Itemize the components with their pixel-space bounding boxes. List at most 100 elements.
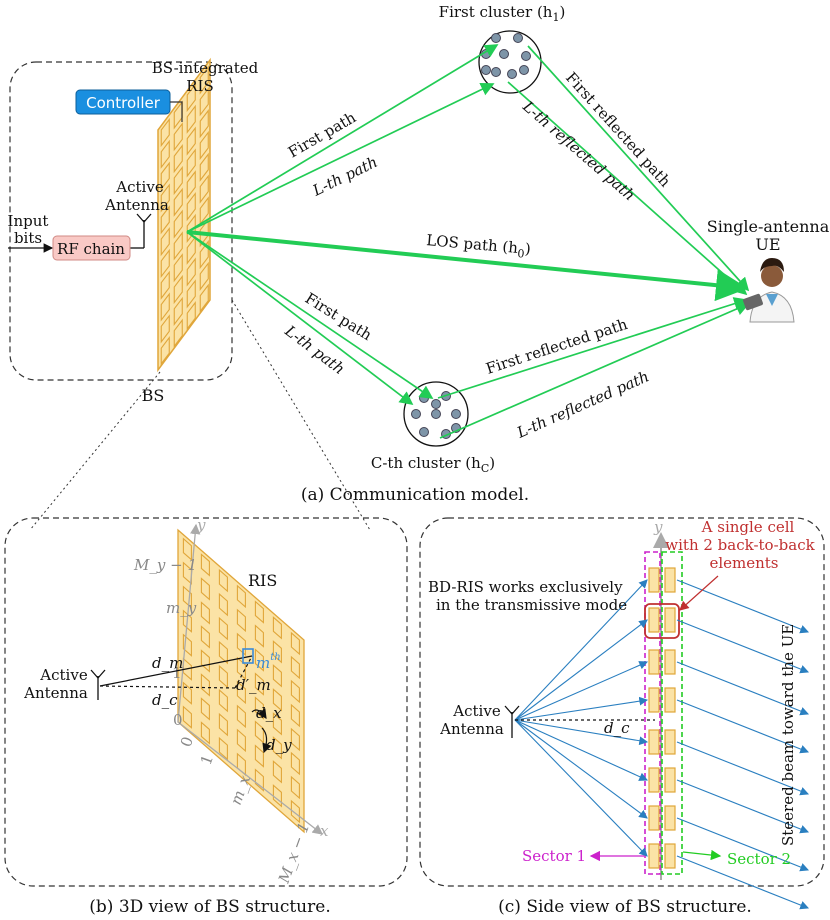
ris-cell — [199, 196, 209, 226]
c-antenna-icon — [504, 705, 520, 738]
bd-ris-element-back — [648, 649, 660, 675]
ris-label: RIS — [248, 571, 277, 590]
user-icon — [743, 258, 795, 323]
ris-cell — [160, 161, 170, 191]
mx-minus-1-label: M_x − 1 — [275, 820, 314, 886]
ris-cell — [199, 130, 209, 161]
ue-label-1: Single-antenna — [707, 217, 830, 236]
bd-ris-element-back — [648, 843, 660, 869]
dx-arrow — [251, 708, 267, 719]
bd-ris-element-front — [664, 607, 676, 633]
sector1-box — [644, 551, 661, 875]
input-bits-label-1: Input — [8, 212, 49, 230]
ris-cell — [186, 279, 196, 309]
first-cluster-label: First cluster (h1) — [439, 3, 566, 24]
bd-ris-element-front — [664, 843, 676, 869]
ris-cell — [186, 301, 196, 331]
bd-ris-element-front — [664, 687, 676, 713]
mth-label: mth — [256, 652, 281, 672]
bd-ris-element-back — [648, 687, 660, 713]
c-dc-label: d_c — [604, 719, 630, 737]
ris-cell — [200, 673, 210, 697]
input-bits-label-2: bits — [14, 229, 42, 247]
bd-ris-element-back — [648, 729, 660, 755]
ris-cell — [186, 191, 196, 222]
incident-ray — [514, 719, 648, 819]
ris-cell — [160, 183, 170, 213]
steered-ray — [676, 779, 810, 834]
ris-cell — [290, 679, 300, 704]
single-cell-pointer — [679, 575, 719, 611]
ris-cell — [173, 165, 183, 196]
ris-cell — [186, 126, 196, 156]
ue-label-2: UE — [755, 235, 780, 254]
lth-reflected-upper-label: L-th reflected path — [519, 97, 639, 205]
ris-cell — [182, 609, 192, 633]
y-axis — [177, 523, 201, 723]
panel-c-box — [419, 517, 825, 887]
scatterer — [431, 409, 441, 419]
x-axis — [177, 721, 324, 835]
dm-prime-line — [234, 655, 253, 689]
lth-path-upper-label: L-th path — [309, 153, 380, 200]
incident-ray — [514, 719, 649, 746]
ris-cell — [160, 205, 170, 235]
antenna-icon — [130, 213, 152, 249]
ris-cell — [186, 104, 196, 134]
ris-cell — [199, 283, 209, 313]
scatterer — [519, 65, 529, 75]
dm-label: d_m — [152, 654, 183, 672]
ris-cell — [218, 616, 228, 641]
single-cell-label-3: elements — [709, 554, 778, 572]
sector2-label: Sector 2 — [727, 850, 791, 868]
ris-cell — [236, 728, 246, 753]
ris-cell — [173, 231, 183, 261]
ris-cell — [236, 680, 246, 705]
bd-ris-element-front — [664, 805, 676, 831]
sector2-arrow — [682, 849, 722, 861]
bs-ris-label-1: BS-integrated — [152, 59, 259, 77]
bdris-label-1: BD-RIS works exclusively — [428, 578, 623, 596]
bs-dashed-box — [9, 61, 233, 381]
my-label: m_y — [166, 599, 197, 617]
ris-cell — [218, 568, 228, 593]
antenna-b-icon — [90, 669, 106, 700]
ris-cell — [186, 257, 196, 287]
ris-cell — [199, 261, 209, 291]
controller-link — [170, 101, 183, 122]
ris-cell — [173, 122, 183, 152]
ris-cell — [290, 655, 300, 680]
ris-cell — [272, 640, 282, 664]
ris-cell — [236, 608, 246, 633]
panel-b: y x M_y − 1 m_y 1 0 0 1 m_x M_x − 1 RIS … — [4, 516, 408, 917]
ris-cell — [200, 553, 210, 577]
ris-cell — [254, 600, 264, 624]
caption-b: (b) 3D view of BS structure. — [89, 897, 330, 917]
dy-label: d_y — [266, 736, 292, 754]
controller-label: Controller — [86, 94, 161, 112]
ris-cell — [200, 721, 210, 745]
ris-cell — [182, 681, 192, 705]
lth-path-lower — [186, 231, 414, 406]
dm-line — [99, 655, 253, 687]
ris-cell — [272, 784, 282, 808]
single-cell-label-2: with 2 back-to-back — [665, 536, 815, 554]
scatterer — [481, 65, 491, 75]
steered-ray — [676, 619, 810, 674]
antenna-b-label-2: Antenna — [23, 684, 88, 702]
ris-cell — [200, 577, 210, 601]
scatterer — [431, 399, 441, 409]
ris-cell — [290, 775, 300, 800]
ris-cell — [218, 688, 228, 713]
first-path-upper — [186, 44, 499, 233]
ris-cell — [160, 139, 170, 169]
ris-cell — [173, 209, 183, 239]
lth-reflected-lower — [439, 302, 750, 439]
ris-3d-panel — [177, 528, 305, 834]
ris-cell — [272, 616, 282, 640]
ris-cell — [272, 688, 282, 712]
bdris-label-2: in the transmissive mode — [436, 596, 627, 614]
ris-cell — [272, 712, 282, 736]
dc-line — [99, 685, 236, 689]
